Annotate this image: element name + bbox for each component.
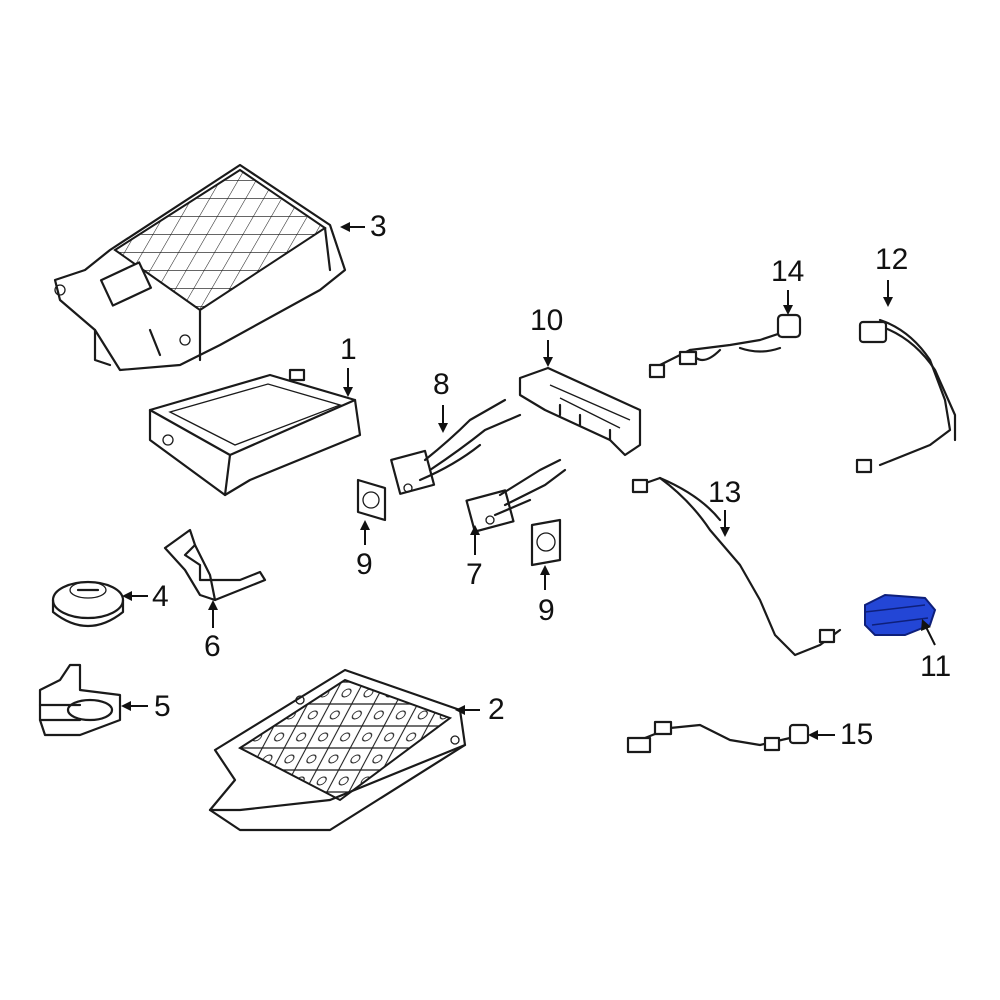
callout-15: 15 [840,718,874,751]
part-14-wire-harness[interactable] [648,313,802,379]
callout-4: 4 [152,580,169,613]
callout-14: 14 [771,255,805,288]
callout-2: 2 [488,693,505,726]
callout-6: 6 [204,630,221,663]
callout-9-left: 9 [356,548,373,581]
part-5-seal[interactable] [38,663,122,737]
part-1-control-module[interactable] [148,368,362,497]
part-12-wire-harness[interactable] [855,318,957,474]
callout-8: 8 [433,368,450,401]
callout-arrows [121,222,936,740]
part-7-connector[interactable] [465,458,567,533]
callout-11: 11 [920,650,952,683]
callout-7: 7 [466,558,483,591]
part-8-hose-assembly[interactable] [390,398,522,495]
part-13-wire-harness[interactable] [631,476,842,657]
callout-12: 12 [875,243,909,276]
callout-13: 13 [708,476,742,509]
callout-3: 3 [370,210,387,243]
callout-10: 10 [530,304,564,337]
part-9-gasket-left[interactable] [356,478,387,522]
part-9-gasket-right[interactable] [530,518,562,567]
part-4-grommet[interactable] [51,580,125,628]
part-15-wire-harness[interactable] [626,720,810,754]
callout-9-right: 9 [538,594,555,627]
part-11-highlighted-module[interactable] [864,593,937,636]
part-3-inverter-unit[interactable] [53,163,347,372]
callout-5: 5 [154,690,171,723]
part-6-bracket[interactable] [163,528,267,602]
part-2-battery-tray[interactable] [208,668,467,832]
callout-1: 1 [340,333,357,366]
part-10-busbar-bracket[interactable] [518,366,642,457]
